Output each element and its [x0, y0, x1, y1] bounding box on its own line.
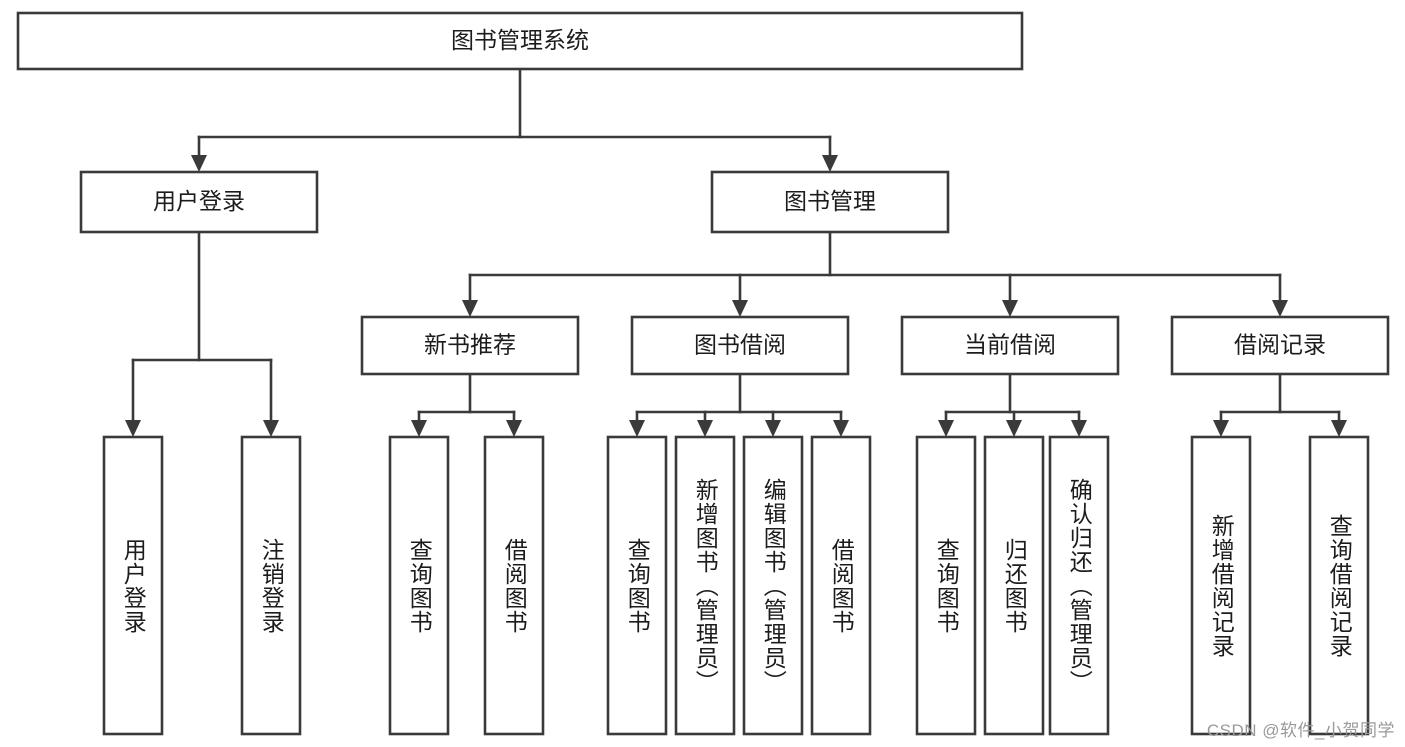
book-mgmt-arrow-1 — [732, 300, 748, 317]
node-level3-3-rect[interactable] — [1170, 315, 1390, 376]
node-level3-0-label: 新书推荐 — [424, 332, 516, 358]
root-arrow-1 — [822, 155, 838, 172]
leaf-box-7[interactable] — [810, 435, 872, 736]
book-mgmt-arrow-2 — [1002, 300, 1018, 317]
node-root-rect[interactable] — [16, 11, 1024, 71]
grp-0-arrow-0 — [125, 420, 141, 437]
leaf-box-12[interactable] — [1308, 435, 1370, 736]
node-level3-1-label: 图书借阅 — [694, 332, 786, 358]
node-level3-2-label: 当前借阅 — [964, 332, 1056, 358]
node-root[interactable]: 图书管理系统 — [16, 11, 1024, 71]
leaf-box-4[interactable] — [606, 435, 668, 736]
watermark-text: CSDN @软件_小贺同学 — [1206, 721, 1395, 740]
leaf-box-1[interactable] — [240, 435, 302, 736]
grp-1-arrow-0 — [411, 420, 427, 437]
grp-1-arrow-1 — [506, 420, 522, 437]
node-level3-3-label: 借阅记录 — [1234, 332, 1326, 358]
node-level2-1[interactable]: 图书管理 — [710, 170, 950, 234]
node-level2-1-rect[interactable] — [710, 170, 950, 234]
root-arrow-0 — [191, 155, 207, 172]
node-level3-3[interactable]: 借阅记录 — [1170, 315, 1390, 376]
grp-2-arrow-1 — [697, 420, 713, 437]
book-mgmt-arrow-0 — [462, 300, 478, 317]
node-level3-0-rect[interactable] — [360, 315, 580, 376]
node-level3-2-rect[interactable] — [900, 315, 1120, 376]
leaf-box-0[interactable] — [102, 435, 164, 736]
node-level3-1-rect[interactable] — [630, 315, 850, 376]
grp-3-arrow-0 — [938, 420, 954, 437]
leaf-box-5[interactable] — [674, 435, 736, 736]
leaf-box-6[interactable] — [742, 435, 804, 736]
leaf-box-3[interactable] — [483, 435, 545, 736]
leaf-box-10[interactable] — [1048, 435, 1110, 736]
grp-2-arrow-0 — [629, 420, 645, 437]
node-level2-0-rect[interactable] — [79, 170, 319, 234]
leaf-box-11[interactable] — [1190, 435, 1252, 736]
node-level3-2[interactable]: 当前借阅 — [900, 315, 1120, 376]
grp-3-arrow-2 — [1071, 420, 1087, 437]
grp-2-arrow-2 — [765, 420, 781, 437]
node-level2-0[interactable]: 用户登录 — [79, 170, 319, 234]
node-level2-1-label: 图书管理 — [784, 188, 876, 214]
leaf-box-8[interactable] — [915, 435, 977, 736]
book-mgmt-arrow-3 — [1272, 300, 1288, 317]
grp-4-arrow-0 — [1213, 420, 1229, 437]
grp-2-arrow-3 — [833, 420, 849, 437]
node-level2-0-label: 用户登录 — [153, 188, 245, 214]
grp-0-arrow-1 — [263, 420, 279, 437]
grp-4-arrow-1 — [1331, 420, 1347, 437]
grp-3-arrow-1 — [1006, 420, 1022, 437]
leaf-box-2[interactable] — [388, 435, 450, 736]
node-level3-1[interactable]: 图书借阅 — [630, 315, 850, 376]
node-root-label: 图书管理系统 — [451, 27, 589, 53]
node-level3-0[interactable]: 新书推荐 — [360, 315, 580, 376]
leaf-box-9[interactable] — [983, 435, 1045, 736]
